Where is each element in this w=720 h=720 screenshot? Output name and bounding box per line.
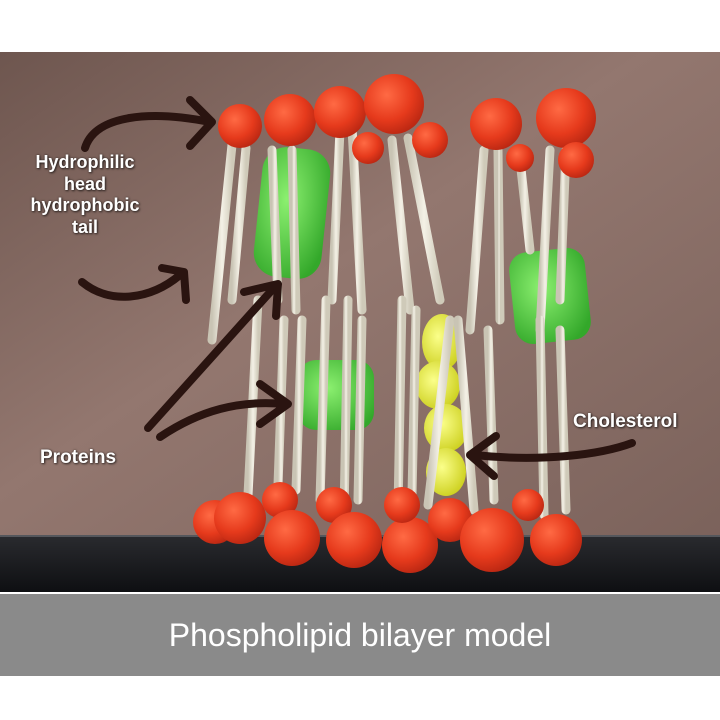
hydrophilic-heads-top: [218, 74, 596, 178]
label-hydrophilic: Hydrophilic: [35, 152, 135, 172]
cholesterol-label: Cholesterol: [573, 411, 678, 432]
curved-arrow-icon: [78, 96, 636, 480]
proteins-label: Proteins: [40, 447, 117, 468]
caption-text: Phospholipid bilayer model: [168, 616, 552, 653]
hydrophilic-hydrophobic-label: Hydrophilic head hydrophobic tail: [10, 152, 160, 238]
label-tail: tail: [71, 216, 98, 237]
protein-right: [509, 248, 591, 344]
bilayer-model-photo: [0, 52, 720, 592]
label-head: head: [63, 173, 106, 194]
label-hydrophobic: hydrophobic: [30, 195, 140, 216]
lipid-tails: [207, 123, 571, 520]
caption-bar: Phospholipid bilayer model: [0, 594, 720, 676]
hydrophilic-heads-bottom: [193, 482, 582, 573]
protein-middle: [298, 360, 374, 430]
